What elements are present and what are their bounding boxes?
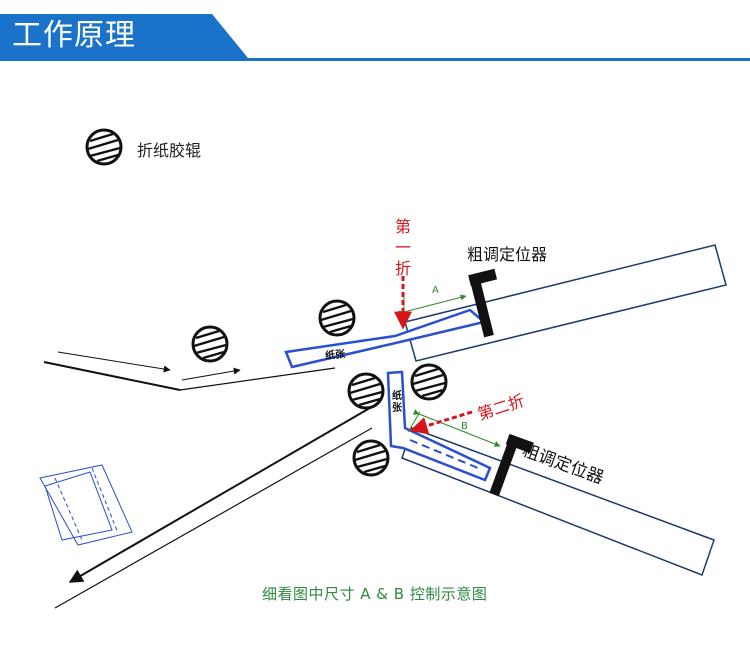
coarse-locator-bottom (489, 433, 534, 497)
page-title: 工作原理 (12, 18, 136, 53)
upper-buckle-plate (404, 244, 727, 362)
diagram-caption: 细看图中尺寸 A & B 控制示意图 (262, 585, 488, 603)
feed-lines (43, 351, 336, 391)
roller-4 (410, 363, 448, 401)
paper-bottom-label: 纸张 (392, 391, 402, 414)
first-fold-label: 第一折 (394, 217, 411, 278)
header-bar: 工作原理 (0, 0, 750, 62)
folded-sheet-sketch (39, 464, 133, 546)
roller-2 (318, 299, 356, 337)
coarse-locator-top-label: 粗调定位器 (467, 245, 548, 264)
roller-3 (347, 372, 385, 410)
second-fold-arrow (409, 410, 473, 435)
paper-top-label: 纸张 (324, 348, 346, 363)
header-background (0, 14, 750, 61)
legend-roller-icon (85, 128, 123, 166)
dimension-a-label: A (432, 285, 439, 296)
paper-sheet-bottom (386, 370, 492, 482)
roller-5 (352, 439, 390, 477)
legend-label: 折纸胶辊 (137, 141, 202, 160)
coarse-locator-top (468, 268, 498, 338)
roller-1 (191, 325, 229, 363)
output-arrow (54, 404, 376, 609)
dimension-b-label: B (461, 421, 468, 432)
